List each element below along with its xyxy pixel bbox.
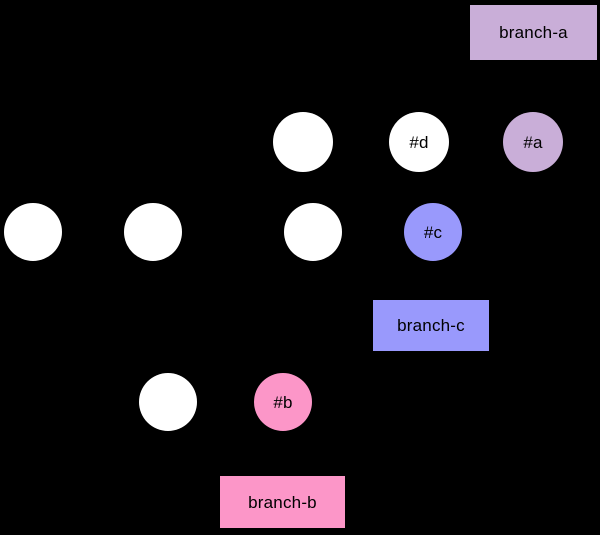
commit-node-label: #a <box>523 132 543 152</box>
branch-label-text: branch-b <box>248 492 317 512</box>
commit-node-label: #b <box>273 392 293 412</box>
commit-node-nd[interactable]: #d <box>389 112 449 172</box>
commit-node-n2[interactable] <box>4 203 62 261</box>
commit-node-n1[interactable] <box>273 112 333 172</box>
branch-label-text: branch-c <box>397 316 465 335</box>
commit-node-nb[interactable]: #b <box>254 373 312 431</box>
branch-label-bb[interactable]: branch-b <box>220 476 345 528</box>
commit-node-n5[interactable] <box>139 373 197 431</box>
branch-label-text: branch-a <box>499 23 568 42</box>
commit-node-n3[interactable] <box>124 203 182 261</box>
commit-node-n4[interactable] <box>284 203 342 261</box>
commit-node-na[interactable]: #a <box>503 112 563 172</box>
branch-label-bc[interactable]: branch-c <box>373 300 489 351</box>
branch-label-ba[interactable]: branch-a <box>470 5 597 60</box>
commit-node-label: #d <box>409 132 429 152</box>
commit-node-nc[interactable]: #c <box>404 203 462 261</box>
commit-node-label: #c <box>423 222 443 242</box>
